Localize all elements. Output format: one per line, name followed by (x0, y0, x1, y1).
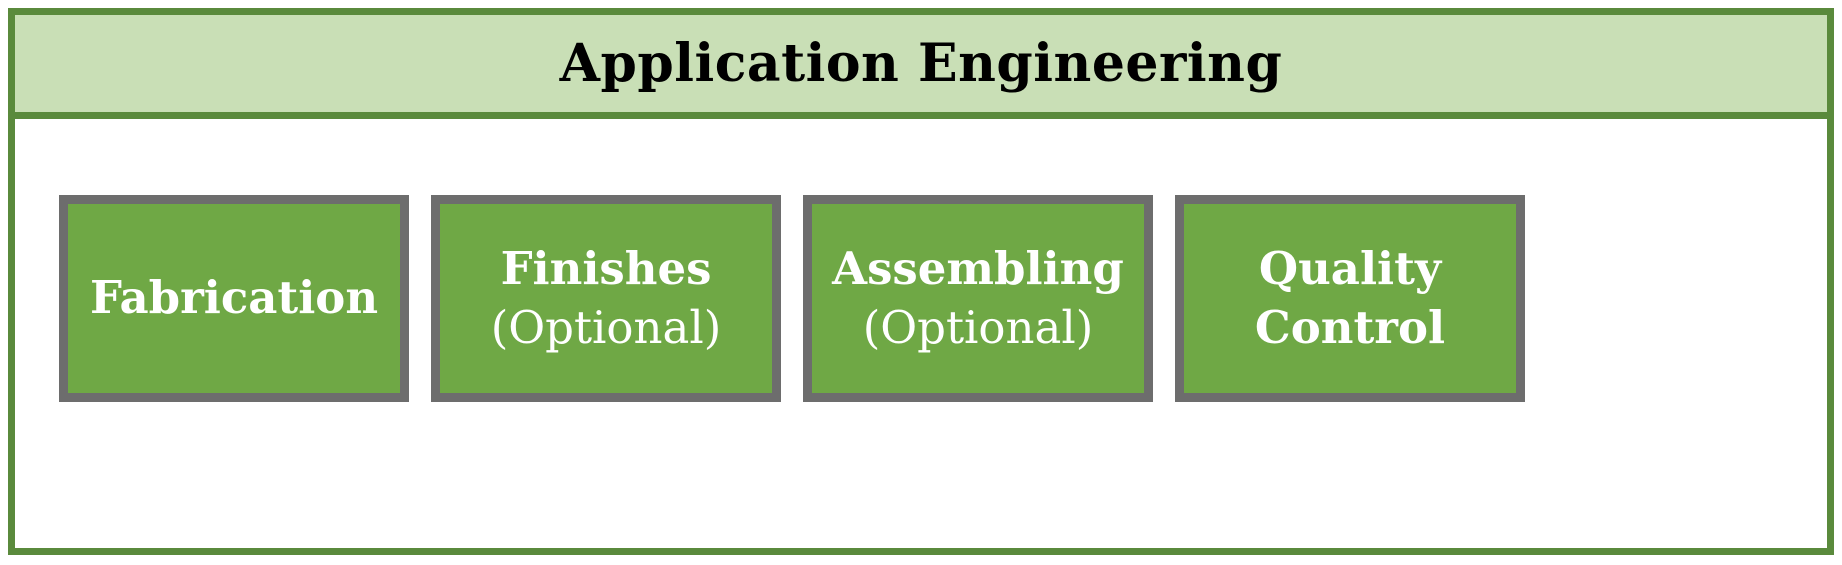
process-row: Fabrication Finishes (Optional) Assembli… (15, 119, 1827, 548)
process-box-fabrication: Fabrication (59, 195, 409, 402)
header-band: Application Engineering (15, 15, 1827, 119)
process-box-sublabel: (Optional) (862, 300, 1094, 354)
process-box-label: Fabrication (89, 271, 379, 325)
process-box-quality-control: Quality Control (1175, 195, 1525, 402)
process-box-sublabel: (Optional) (490, 300, 722, 354)
process-box-finishes: Finishes (Optional) (431, 195, 781, 402)
process-box-label: Quality Control (1254, 242, 1446, 354)
process-box-label: Finishes (500, 242, 712, 295)
diagram-frame: Application Engineering Fabrication Fini… (8, 8, 1834, 555)
process-box-label: Assembling (832, 242, 1124, 295)
diagram-title: Application Engineering (559, 33, 1283, 94)
process-box-assembling: Assembling (Optional) (803, 195, 1153, 402)
